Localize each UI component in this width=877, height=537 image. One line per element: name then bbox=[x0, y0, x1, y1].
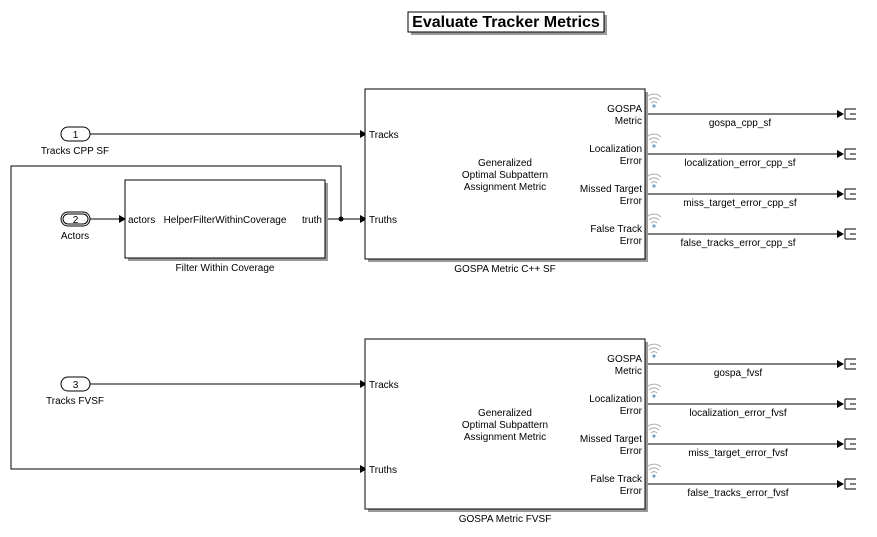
output-port-label: GOSPA bbox=[607, 104, 642, 115]
inport-label: Tracks CPP SF bbox=[41, 146, 109, 157]
signal-name: miss_target_error_cpp_sf bbox=[683, 198, 797, 209]
diagram-title-text: Evaluate Tracker Metrics bbox=[412, 14, 600, 31]
terminator-block[interactable] bbox=[844, 398, 856, 410]
signal-logging-icon[interactable] bbox=[646, 343, 662, 358]
terminator-block[interactable] bbox=[844, 358, 856, 370]
block-description-line: Optimal Subpattern bbox=[462, 170, 548, 181]
filter-block-name: Filter Within Coverage bbox=[176, 263, 275, 274]
diagram-title: Evaluate Tracker Metrics bbox=[407, 11, 607, 35]
inport-label: Actors bbox=[61, 231, 89, 242]
gospa-metric-fvsf-block[interactable]: Tracks Truths Generalized Optimal Subpat… bbox=[364, 338, 648, 525]
signal-name: false_tracks_error_cpp_sf bbox=[680, 238, 795, 249]
terminator-block[interactable] bbox=[844, 148, 856, 160]
terminator-block[interactable] bbox=[844, 108, 856, 120]
signal-logging-icon[interactable] bbox=[646, 133, 662, 148]
signal-logging-icon[interactable] bbox=[646, 93, 662, 108]
inport-number: 3 bbox=[73, 380, 79, 391]
output-port-label: Error bbox=[620, 446, 643, 457]
gospa-block-name: GOSPA Metric C++ SF bbox=[454, 264, 556, 275]
filter-function-name: HelperFilterWithinCoverage bbox=[164, 215, 287, 226]
output-port-label: Missed Target bbox=[580, 434, 642, 445]
terminator-block[interactable] bbox=[844, 478, 856, 490]
signal-logging-icon[interactable] bbox=[646, 173, 662, 188]
terminator-block[interactable] bbox=[844, 228, 856, 240]
output-port-label: GOSPA bbox=[607, 354, 642, 365]
terminator-block[interactable] bbox=[844, 438, 856, 450]
inport-number: 2 bbox=[73, 215, 79, 226]
inport-tracks-cpp-sf[interactable]: 1 Tracks CPP SF bbox=[41, 126, 109, 157]
filter-input-port-label: actors bbox=[128, 215, 155, 226]
input-port-label: Truths bbox=[369, 465, 397, 476]
output-port-label: Error bbox=[620, 486, 643, 497]
gospa-block-name: GOSPA Metric FVSF bbox=[459, 514, 552, 525]
output-port-label: False Track bbox=[590, 474, 643, 485]
filter-within-coverage-block[interactable]: actors HelperFilterWithinCoverage truth … bbox=[124, 179, 328, 274]
output-port-label: Missed Target bbox=[580, 184, 642, 195]
output-port-label: Error bbox=[620, 156, 643, 167]
output-port-label: False Track bbox=[590, 224, 643, 235]
signal-lines bbox=[10, 110, 844, 488]
signal-logging-icon[interactable] bbox=[646, 383, 662, 398]
wire-truth-fvsf[interactable] bbox=[10, 165, 360, 470]
block-description-line: Optimal Subpattern bbox=[462, 420, 548, 431]
output-port-label: Error bbox=[620, 236, 643, 247]
input-port-label: Tracks bbox=[369, 380, 399, 391]
terminator-block[interactable] bbox=[844, 188, 856, 200]
gospa-metric-cpp-sf-block[interactable]: Tracks Truths Generalized Optimal Subpat… bbox=[364, 88, 648, 275]
inport-tracks-fvsf[interactable]: 3 Tracks FVSF bbox=[46, 376, 104, 407]
output-port-label: Localization bbox=[589, 144, 642, 155]
signal-name: gospa_fvsf bbox=[714, 368, 763, 379]
inport-label: Tracks FVSF bbox=[46, 396, 104, 407]
signal-logging-icon[interactable] bbox=[646, 213, 662, 228]
output-port-label: Metric bbox=[615, 366, 642, 377]
block-description-line: Assignment Metric bbox=[464, 182, 546, 193]
signal-name: miss_target_error_fvsf bbox=[688, 448, 788, 459]
block-description-line: Generalized bbox=[478, 158, 532, 169]
block-description-line: Assignment Metric bbox=[464, 432, 546, 443]
signal-name: false_tracks_error_fvsf bbox=[687, 488, 788, 499]
signal-logging-icon[interactable] bbox=[646, 423, 662, 438]
output-port-label: Error bbox=[620, 406, 643, 417]
inport-actors[interactable]: 2 Actors bbox=[60, 211, 91, 242]
signal-name: localization_error_fvsf bbox=[689, 408, 786, 419]
input-port-label: Truths bbox=[369, 215, 397, 226]
output-port-label: Error bbox=[620, 196, 643, 207]
signal-name: localization_error_cpp_sf bbox=[684, 158, 795, 169]
inport-number: 1 bbox=[73, 130, 79, 141]
output-port-label: Metric bbox=[615, 116, 642, 127]
filter-output-port-label: truth bbox=[302, 215, 322, 226]
input-port-label: Tracks bbox=[369, 130, 399, 141]
output-port-label: Localization bbox=[589, 394, 642, 405]
signal-logging-icon[interactable] bbox=[646, 463, 662, 478]
block-description-line: Generalized bbox=[478, 408, 532, 419]
signal-name: gospa_cpp_sf bbox=[709, 118, 771, 129]
